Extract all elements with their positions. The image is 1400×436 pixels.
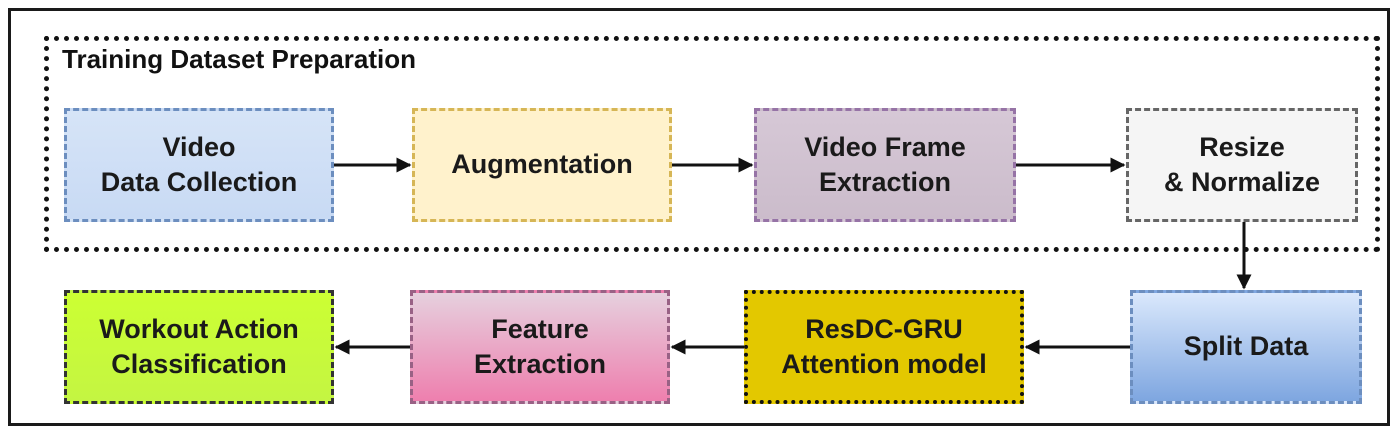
workout-action-classification-box: Workout Action Classification: [64, 290, 334, 404]
resize-normalize-box: Resize & Normalize: [1126, 108, 1358, 222]
resdc-gru-attention-model-label: ResDC-GRU Attention model: [781, 313, 987, 379]
augmentation-box: Augmentation: [412, 108, 672, 222]
augmentation-label: Augmentation: [451, 149, 633, 180]
feature-extraction-box: Feature Extraction: [410, 290, 670, 404]
video-frame-extraction-box: Video Frame Extraction: [754, 108, 1016, 222]
training-dataset-preparation-group: [44, 36, 1380, 252]
split-data-box: Split Data: [1130, 290, 1362, 404]
split-data-label: Split Data: [1183, 331, 1309, 362]
resize-normalize-label: Resize & Normalize: [1163, 131, 1321, 197]
workout-action-classification-label: Workout Action Classification: [99, 313, 299, 379]
feature-extraction-label: Feature Extraction: [473, 313, 607, 379]
video-frame-extraction-label: Video Frame Extraction: [804, 131, 966, 197]
video-data-collection-label: Video Data Collection: [100, 131, 298, 197]
group-title: Training Dataset Preparation: [62, 44, 416, 74]
video-data-collection-box: Video Data Collection: [64, 108, 334, 222]
resdc-gru-attention-model-box: ResDC-GRU Attention model: [744, 290, 1024, 404]
